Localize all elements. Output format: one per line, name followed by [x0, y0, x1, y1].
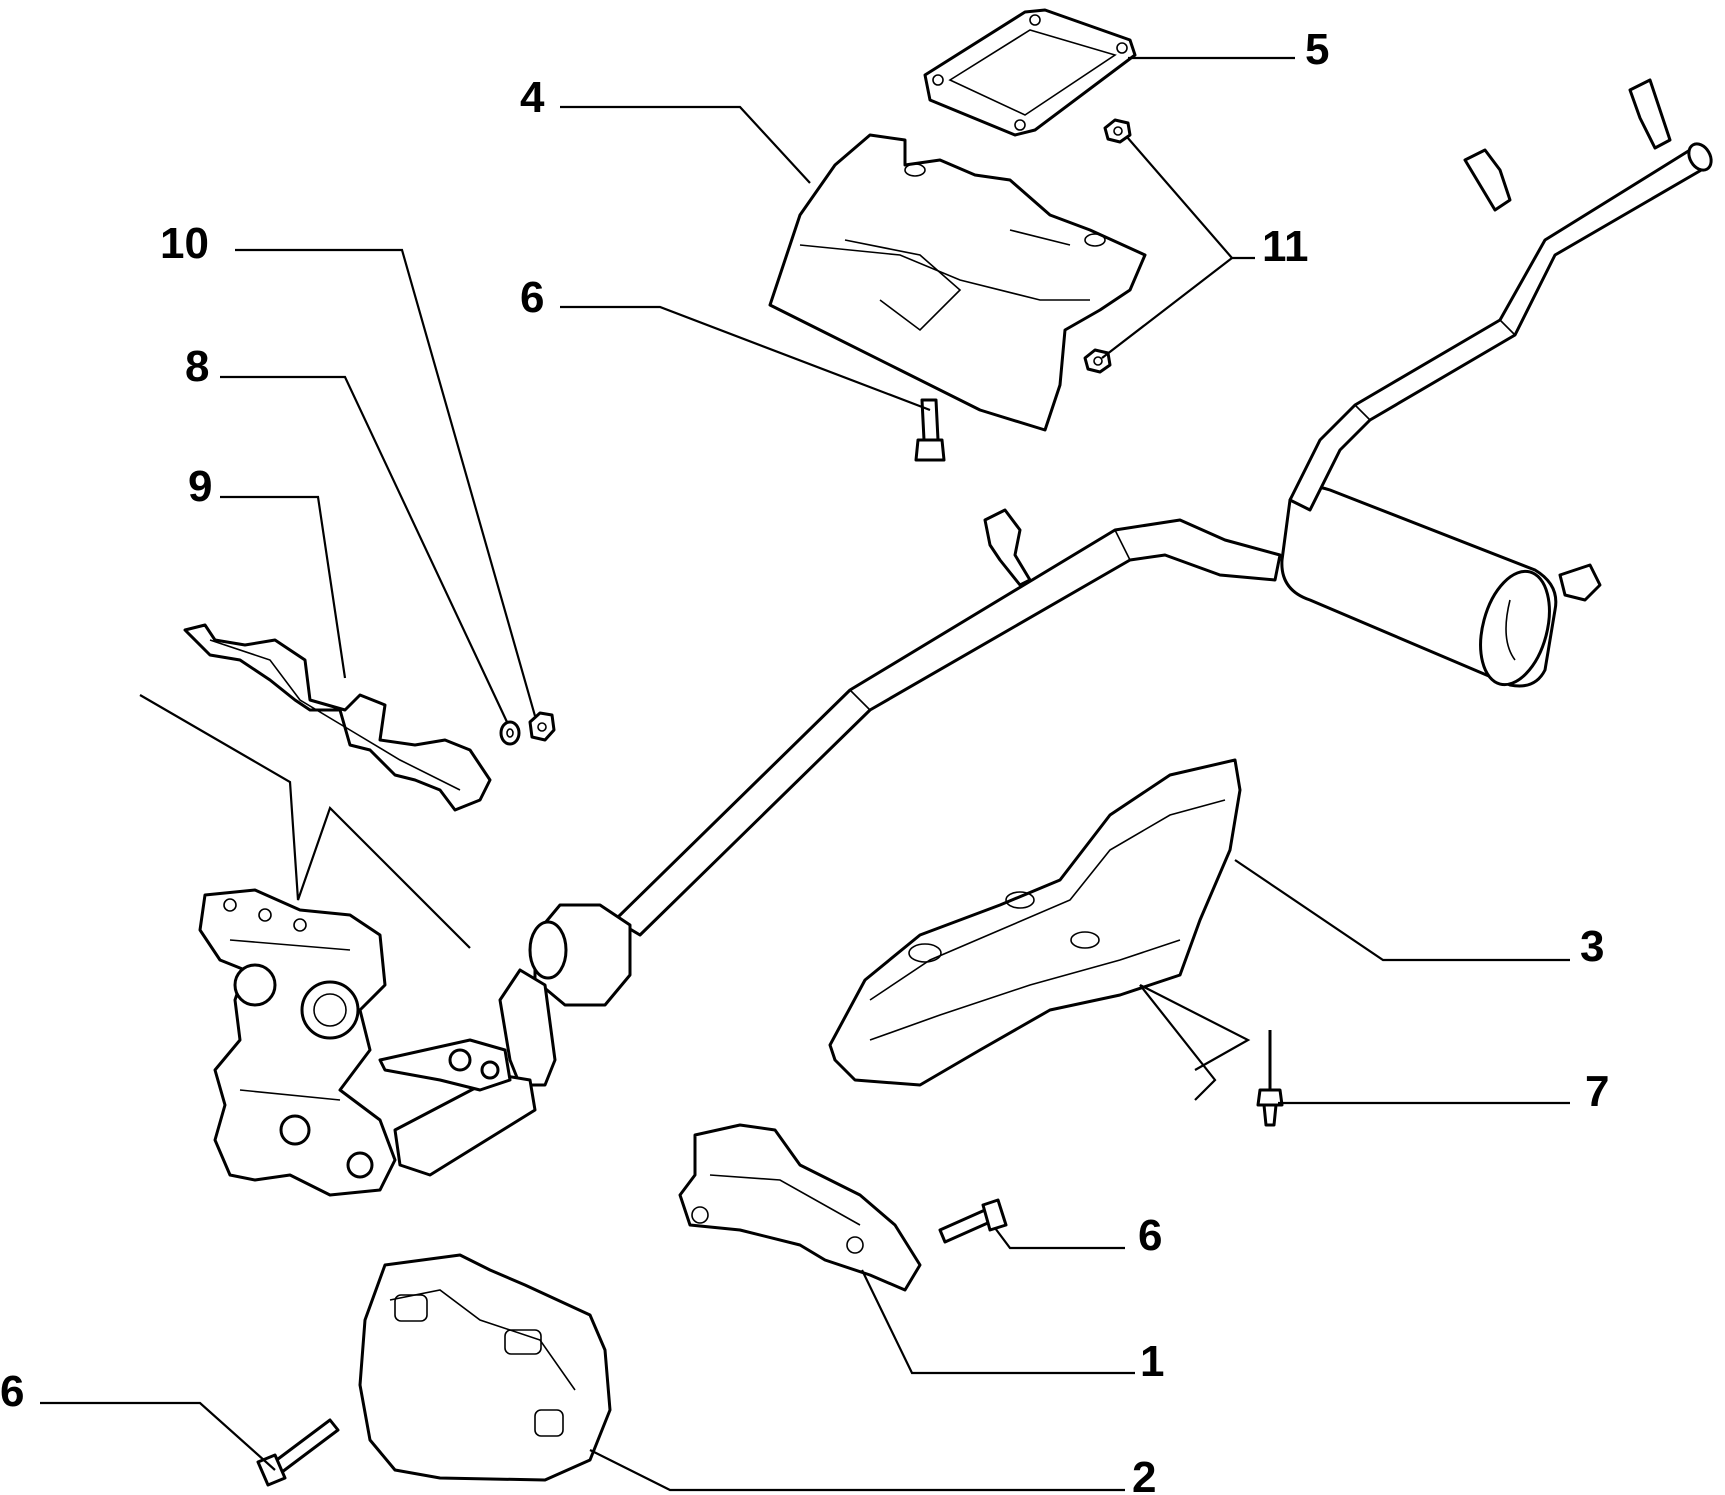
- callout-7[interactable]: 7: [1585, 1067, 1610, 1116]
- washer: [499, 720, 521, 746]
- heat-shield-dpf: [678, 1123, 922, 1292]
- engine-turbo-assembly: [198, 888, 397, 1197]
- bolt-front: [256, 1418, 340, 1487]
- heat-shield-underbody: [828, 758, 1242, 1087]
- engine-callout-wedge: [139, 694, 471, 949]
- bolt-rear: [914, 398, 946, 462]
- heat-shield-turbo: [358, 1253, 612, 1482]
- callout-8[interactable]: 8: [185, 342, 210, 391]
- callout-9[interactable]: 9: [188, 462, 213, 511]
- rivet: [1256, 1030, 1284, 1127]
- gasket-plate: [923, 8, 1137, 137]
- leader-lines: [40, 56, 1570, 1492]
- callout-5[interactable]: 5: [1305, 25, 1330, 74]
- callout-6-front-bolt[interactable]: 6: [0, 1367, 25, 1416]
- callout-2[interactable]: 2: [1132, 1453, 1157, 1495]
- callout-1[interactable]: 1: [1140, 1337, 1165, 1386]
- callout-6-rear-bolt[interactable]: 6: [520, 273, 545, 322]
- callout-10[interactable]: 10: [160, 219, 209, 268]
- bolt-mid: [938, 1198, 1008, 1244]
- exhaust-pipe-assembly: [378, 78, 1713, 1177]
- callout-3[interactable]: 3: [1580, 922, 1605, 971]
- callout-4[interactable]: 4: [520, 73, 545, 122]
- heat-shield-rear: [768, 133, 1147, 432]
- callout-11[interactable]: 11: [1262, 222, 1309, 271]
- callout-6-mid-bolt[interactable]: 6: [1138, 1211, 1163, 1260]
- bracket: [183, 623, 492, 812]
- nut-small: [528, 711, 556, 742]
